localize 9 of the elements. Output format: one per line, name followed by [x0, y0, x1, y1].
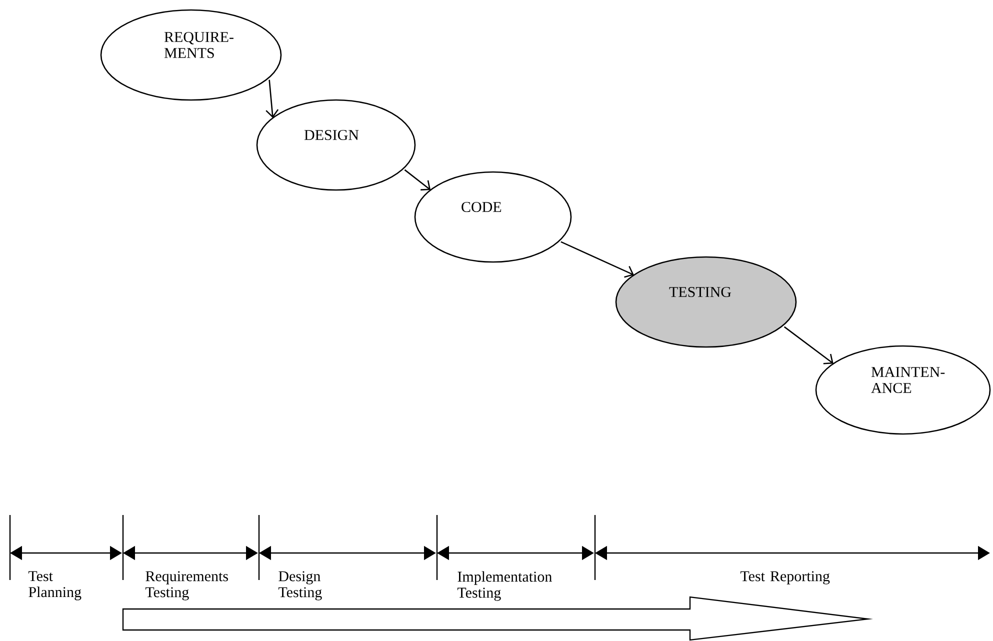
arrow — [560, 241, 634, 278]
arrow — [404, 169, 431, 190]
phase-label: Requirements Testing — [145, 571, 228, 600]
phase-label: Design Testing — [278, 571, 322, 600]
arrow — [784, 326, 834, 364]
phase-label: Test Planning — [28, 571, 82, 600]
arrow — [266, 80, 279, 118]
phase-label: Test Reporting — [740, 571, 830, 584]
phase-label: Implementation Testing — [457, 571, 552, 601]
